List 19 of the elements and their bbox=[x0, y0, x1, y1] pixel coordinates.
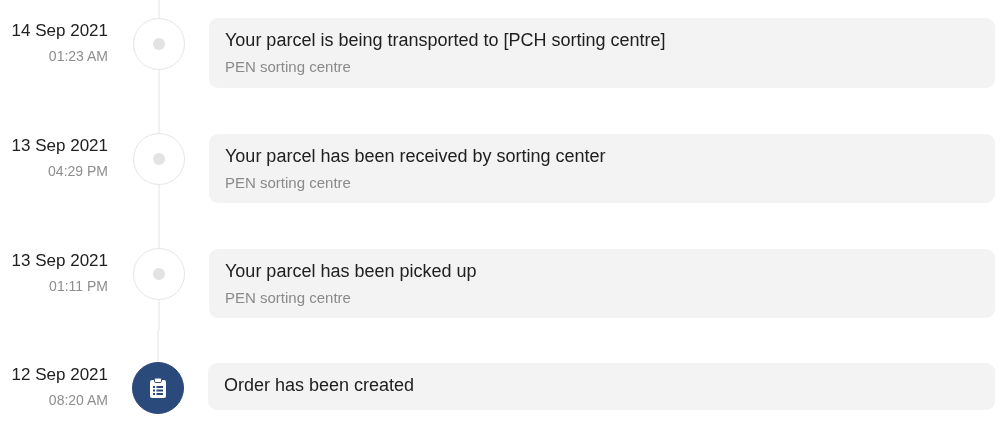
time-label: 08:20 AM bbox=[48, 391, 108, 409]
event-title: Your parcel is being transported to [PCH sorting centre] bbox=[225, 29, 666, 51]
event-title: Your parcel has been received by sorting center bbox=[225, 145, 606, 167]
time-label: 04:29 PM bbox=[48, 162, 108, 180]
date-label: 14 Sep 2021 bbox=[11, 21, 108, 41]
timeline-circle bbox=[133, 133, 185, 185]
timeline-circle bbox=[133, 248, 185, 300]
date-label: 13 Sep 2021 bbox=[11, 251, 108, 271]
event-location: PEN sorting centre bbox=[225, 174, 351, 192]
time-label: 01:11 PM bbox=[49, 277, 108, 295]
time-label: 01:23 AM bbox=[48, 47, 108, 65]
event-location: PEN sorting centre bbox=[225, 58, 351, 76]
event-location: PEN sorting centre bbox=[225, 289, 351, 307]
date-label: 12 Sep 2021 bbox=[11, 365, 108, 385]
date-label: 13 Sep 2021 bbox=[11, 136, 108, 156]
event-title: Order has been created bbox=[224, 374, 415, 396]
event-title: Your parcel has been picked up bbox=[225, 260, 477, 282]
timeline-circle bbox=[132, 362, 184, 414]
timeline-circle bbox=[133, 18, 185, 70]
